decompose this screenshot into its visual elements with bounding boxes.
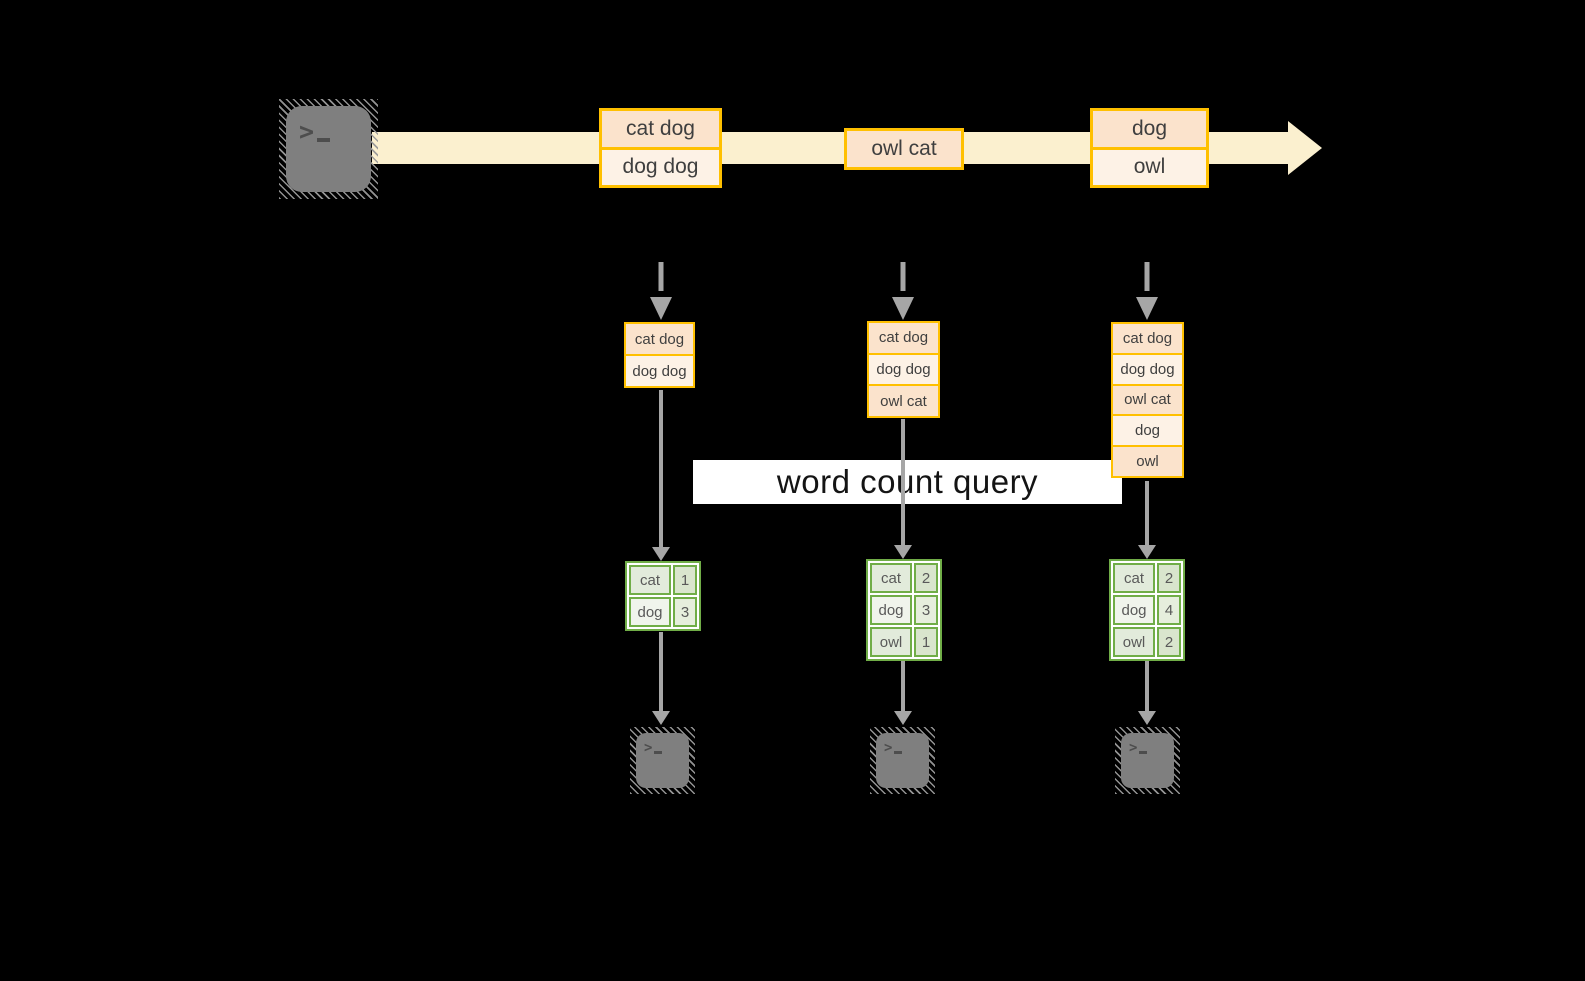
state-record: cat dog bbox=[869, 323, 938, 353]
table-count-cell: 1 bbox=[914, 627, 938, 657]
dashed-trigger-arrow-2 bbox=[892, 262, 914, 320]
table-word-cell: cat bbox=[870, 563, 912, 593]
word-count-table-3: cat 2 dog 4 owl 2 bbox=[1109, 559, 1185, 661]
terminal-source-icon: > bbox=[279, 99, 378, 199]
stream-record: dog bbox=[1093, 111, 1206, 147]
result-to-sink-arrow-1 bbox=[652, 632, 670, 725]
stream-batch-1: cat dog dog dog bbox=[599, 108, 722, 188]
terminal-screen: > bbox=[286, 106, 371, 192]
table-count-cell: 2 bbox=[1157, 627, 1181, 657]
table-word-cell: owl bbox=[870, 627, 912, 657]
stream-record: cat dog bbox=[602, 111, 719, 147]
table-word-cell: cat bbox=[1113, 563, 1155, 593]
stream-record: dog dog bbox=[602, 146, 719, 185]
query-label-band: word count query bbox=[693, 460, 1122, 504]
state-record: dog dog bbox=[869, 352, 938, 385]
table-word-cell: dog bbox=[870, 595, 912, 625]
word-count-table-2: cat 2 dog 3 owl 1 bbox=[866, 559, 942, 661]
table-count-cell: 1 bbox=[673, 565, 697, 595]
state-to-result-arrow-3 bbox=[1138, 481, 1156, 559]
input-state-1: cat dog dog dog bbox=[624, 322, 695, 388]
terminal-screen: > bbox=[636, 733, 689, 788]
terminal-sink-icon-3: > bbox=[1115, 727, 1180, 794]
input-state-2: cat dog dog dog owl cat bbox=[867, 321, 940, 418]
terminal-screen: > bbox=[1121, 733, 1174, 788]
word-count-table-1: cat 1 dog 3 bbox=[625, 561, 701, 631]
dashed-trigger-arrow-3 bbox=[1136, 262, 1158, 320]
terminal-sink-icon-1: > bbox=[630, 727, 695, 794]
table-word-cell: owl bbox=[1113, 627, 1155, 657]
state-record: dog bbox=[1113, 414, 1182, 446]
terminal-screen: > bbox=[876, 733, 929, 788]
state-record: dog dog bbox=[1113, 352, 1182, 384]
table-word-cell: dog bbox=[1113, 595, 1155, 625]
result-to-sink-arrow-2 bbox=[894, 660, 912, 725]
stream-record: owl cat bbox=[847, 131, 961, 167]
table-count-cell: 3 bbox=[914, 595, 938, 625]
stream-batch-3: dog owl bbox=[1090, 108, 1209, 188]
state-record: owl cat bbox=[1113, 383, 1182, 415]
stream-record: owl bbox=[1093, 146, 1206, 185]
state-record: owl bbox=[1113, 445, 1182, 476]
query-label: word count query bbox=[776, 463, 1039, 500]
state-record: dog dog bbox=[626, 354, 693, 386]
dashed-trigger-arrow-1 bbox=[650, 262, 672, 320]
input-state-3: cat dog dog dog owl cat dog owl bbox=[1111, 322, 1184, 478]
table-count-cell: 2 bbox=[914, 563, 938, 593]
table-count-cell: 4 bbox=[1157, 595, 1181, 625]
terminal-sink-icon-2: > bbox=[870, 727, 935, 794]
table-word-cell: dog bbox=[629, 597, 671, 627]
state-record: owl cat bbox=[869, 384, 938, 417]
stream-arrow-head bbox=[1288, 121, 1322, 175]
terminal-prompt-icon: > bbox=[884, 741, 903, 755]
state-record: cat dog bbox=[626, 324, 693, 354]
state-record: cat dog bbox=[1113, 324, 1182, 353]
state-to-result-arrow-1 bbox=[652, 390, 670, 561]
stream-batch-2: owl cat bbox=[844, 128, 964, 170]
table-word-cell: cat bbox=[629, 565, 671, 595]
table-count-cell: 3 bbox=[673, 597, 697, 627]
result-to-sink-arrow-3 bbox=[1138, 660, 1156, 725]
terminal-prompt-icon: > bbox=[644, 741, 663, 755]
table-count-cell: 2 bbox=[1157, 563, 1181, 593]
terminal-prompt-icon: > bbox=[1129, 741, 1148, 755]
terminal-prompt-icon: > bbox=[299, 119, 331, 144]
